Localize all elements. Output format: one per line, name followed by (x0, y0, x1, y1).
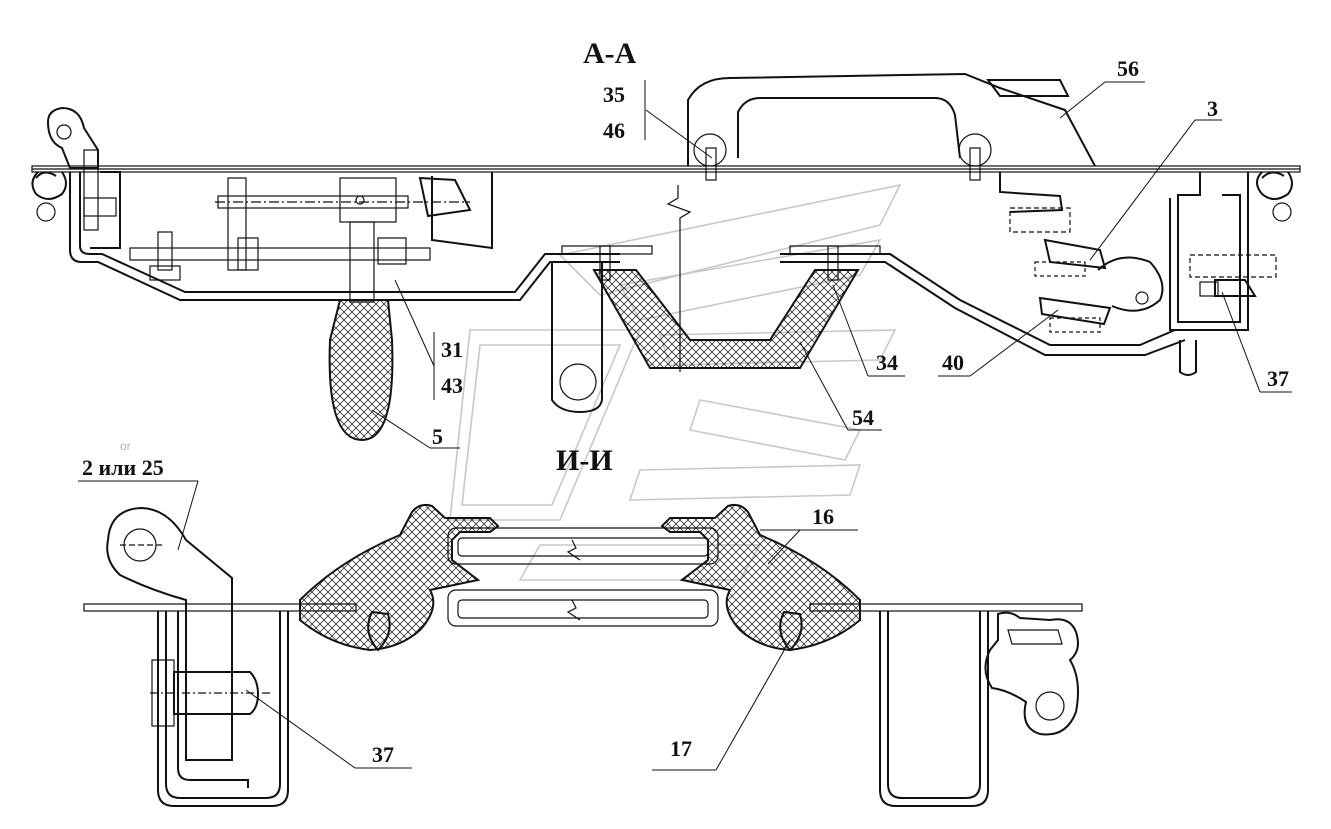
callout-2-or-25: 2 или 25 (82, 455, 164, 480)
right-bottom-box (879, 611, 1079, 807)
callout-35: 35 (603, 82, 625, 107)
left-mechanism (149, 172, 493, 281)
callout-54: 54 (852, 405, 874, 430)
callout-34: 34 (876, 350, 898, 375)
callout-37-bottom: 37 (372, 742, 394, 767)
section-title-top: A-A (583, 37, 637, 70)
callout-16: 16 (812, 504, 834, 529)
callout-46: 46 (603, 118, 625, 143)
left-bottom-box (106, 506, 289, 807)
callout-37-top: 37 (1267, 366, 1289, 391)
callout-56: 56 (1117, 56, 1139, 81)
callouts-bottom: 2 или 25 16 17 37 (78, 455, 858, 771)
callout-17: 17 (670, 736, 692, 761)
lever-5 (328, 221, 394, 442)
left-hinge (46, 106, 121, 249)
callout-3: 3 (1207, 96, 1218, 121)
latch-mechanism (999, 172, 1197, 376)
rubber-channel-54 (551, 245, 881, 414)
right-seal-clip (1256, 171, 1293, 222)
top-plate (31, 165, 1301, 173)
right-box (1169, 172, 1277, 331)
callout-5: 5 (432, 424, 443, 449)
break-line (666, 185, 692, 372)
left-seal-clip (31, 171, 67, 222)
bottom-plates (83, 603, 1083, 612)
callout-43: 43 (441, 373, 463, 398)
callouts-top: 35 46 56 3 31 43 5 34 40 54 37 (371, 56, 1292, 449)
section-title-bottom: И-И (556, 444, 613, 477)
center-gasket (299, 503, 861, 652)
handle-56 (687, 72, 1096, 181)
faint-mark: or (120, 439, 131, 453)
callout-40: 40 (942, 350, 964, 375)
callout-31: 31 (441, 337, 463, 362)
